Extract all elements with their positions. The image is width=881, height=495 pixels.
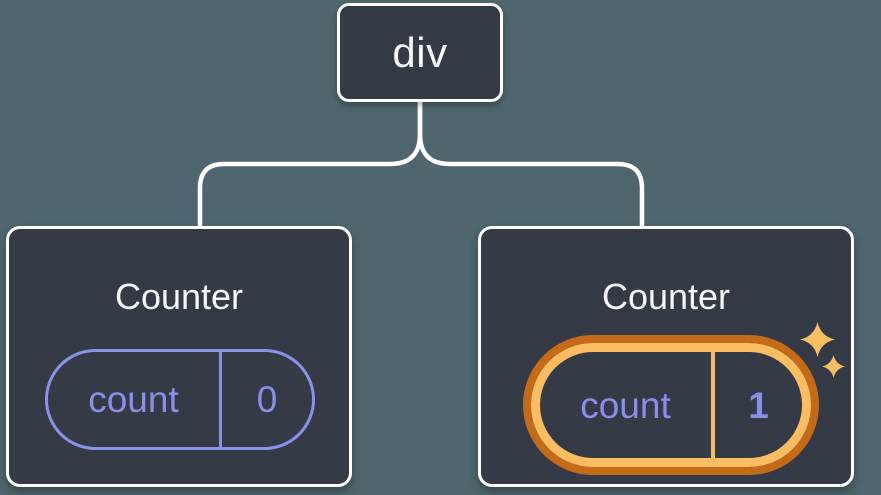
card-title: Counter (114, 276, 244, 317)
connector-branch-left (197, 98, 423, 232)
connector-branch-right (417, 98, 645, 232)
state-pill-highlight-ring: count 1 (531, 343, 811, 467)
state-pill-highlighted: count 1 (523, 335, 819, 475)
pill-divider (711, 352, 715, 458)
state-key-label: count (580, 384, 671, 426)
card-title: Counter (601, 276, 731, 317)
counter-card-right: Counter count 1 (478, 226, 854, 487)
root-node-div: div (337, 3, 503, 102)
state-value: 0 (256, 379, 278, 420)
root-node-label: div (392, 28, 448, 76)
state-value: 1 (748, 384, 769, 426)
state-key-label: count (88, 379, 179, 420)
pill-divider (219, 352, 222, 447)
counter-card-left: Counter count 0 (6, 226, 352, 487)
state-pill: count 0 (45, 349, 315, 450)
